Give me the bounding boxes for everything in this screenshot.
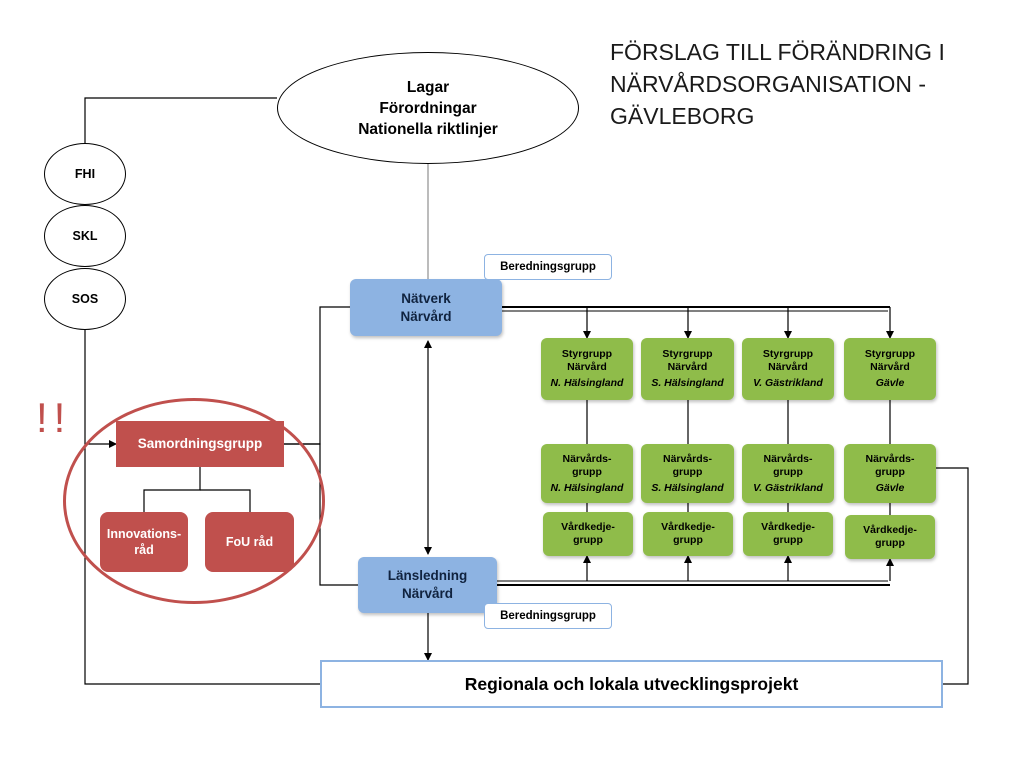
- styrgrupp-place: Gävle: [875, 377, 905, 389]
- vardkedjegrupp-line-1: Vårdkedje-: [561, 521, 615, 533]
- narvardsgrupp-line-1: Närvårds-: [662, 452, 713, 465]
- circle-fhi: FHI: [44, 143, 126, 205]
- laws-line-3: Nationella riktlinjer: [358, 120, 498, 138]
- vardkedjegrupp-line-1: Vårdkedje-: [863, 524, 917, 536]
- alert-marks: !!: [36, 394, 72, 441]
- laws-line-2: Förordningar: [379, 99, 477, 117]
- vardkedjegrupp-box: Vårdkedje- grupp: [543, 512, 633, 556]
- line-ellipse-to-left: [84, 97, 277, 143]
- styrgrupp-line-2: Närvård: [870, 361, 910, 373]
- samordningsgrupp-box: Samordningsgrupp: [116, 421, 284, 467]
- narvardsgrupp-line-1: Närvårds-: [865, 452, 915, 465]
- laws-ellipse: Lagar Förordningar Nationella riktlinjer: [277, 52, 579, 164]
- line-samordning-to-natverk: [284, 306, 350, 445]
- narvardsgrupp-box: Närvårds- grupp Gävle: [844, 444, 936, 503]
- circle-sos: SOS: [44, 268, 126, 330]
- styrgrupp-place: V. Gästrikland: [753, 377, 823, 389]
- styrgrupp-line-2: Närvård: [667, 361, 708, 373]
- narvardsgrupp-box: Närvårds- grupp N. Hälsingland: [541, 444, 633, 503]
- fou-label: FoU råd: [225, 535, 274, 549]
- styrgrupp-line-1: Styrgrupp: [864, 348, 916, 360]
- vardkedjegrupp-box: Vårdkedje- grupp: [743, 512, 833, 556]
- circle-fhi-label: FHI: [74, 167, 96, 181]
- vardkedjegrupp-line-2: grupp: [875, 537, 905, 549]
- styrgrupp-line-2: Närvård: [567, 361, 607, 373]
- narvardsgrupp-line-2: grupp: [672, 465, 703, 478]
- natverk-line-1: Nätverk: [401, 290, 451, 306]
- narvardsgrupp-place: Gävle: [875, 481, 905, 494]
- narvardsgrupp-place: N. Hälsingland: [550, 481, 624, 494]
- line-right-spine: [936, 467, 969, 685]
- narvardsgrupp-line-1: Närvårds-: [562, 452, 612, 465]
- narvardsgrupp-place: V. Gästrikland: [753, 481, 823, 494]
- styrgrupp-box: Styrgrupp Närvård Gävle: [844, 338, 936, 400]
- beredningsgrupp-bottom: Beredningsgrupp: [484, 603, 612, 629]
- highlight-circle: [63, 398, 325, 604]
- narvardsgrupp-line-2: grupp: [875, 465, 905, 478]
- regional-projects-box: Regionala och lokala utvecklingsprojekt: [320, 660, 943, 708]
- vardkedjegrupp-box: Vårdkedje- grupp: [643, 512, 733, 556]
- narvardsgrupp-line-2: grupp: [572, 465, 602, 478]
- natverk-line-2: Närvård: [400, 308, 452, 324]
- styrgrupp-line-1: Styrgrupp: [762, 348, 814, 360]
- samordningsgrupp-label: Samordningsgrupp: [137, 436, 263, 451]
- styrgrupp-line-2: Närvård: [768, 361, 808, 373]
- vardkedjegrupp-line-2: grupp: [673, 534, 703, 546]
- laws-line-1: Lagar: [406, 78, 450, 96]
- circle-sos-label: SOS: [71, 292, 99, 306]
- vardkedjegrupp-line-2: grupp: [573, 534, 603, 546]
- vardkedjegrupp-line-1: Vårdkedje-: [761, 521, 815, 533]
- styrgrupp-line-1: Styrgrupp: [561, 348, 613, 360]
- beredningsgrupp-top: Beredningsgrupp: [484, 254, 612, 280]
- innovationsrad-box: Innovations- råd: [100, 512, 188, 572]
- vardkedjegrupp-box: Vårdkedje- grupp: [845, 515, 935, 559]
- innovation-line-1: Innovations-: [106, 527, 182, 541]
- styrgrupp-place: N. Hälsingland: [550, 377, 624, 389]
- narvardsgrupp-place: S. Hälsingland: [651, 481, 724, 494]
- styrgrupp-box: Styrgrupp Närvård N. Hälsingland: [541, 338, 633, 400]
- circle-skl-label: SKL: [72, 229, 98, 243]
- styrgrupp-box: Styrgrupp Närvård V. Gästrikland: [742, 338, 834, 400]
- lansledning-line-2: Närvård: [401, 586, 454, 601]
- narvardsgrupp-line-2: grupp: [773, 465, 803, 478]
- vardkedjegrupp-line-1: Vårdkedje-: [661, 521, 715, 533]
- lansledning-narvard-box: Länsledning Närvård: [358, 557, 497, 613]
- natverk-narvard-box: Nätverk Närvård: [350, 279, 502, 336]
- narvardsgrupp-line-1: Närvårds-: [763, 452, 813, 465]
- narvardsgrupp-box: Närvårds- grupp S. Hälsingland: [641, 444, 734, 503]
- fou-rad-box: FoU råd: [205, 512, 294, 572]
- narvardsgrupp-box: Närvårds- grupp V. Gästrikland: [742, 444, 834, 503]
- circle-skl: SKL: [44, 205, 126, 267]
- styrgrupp-line-1: Styrgrupp: [662, 348, 713, 360]
- vardkedjegrupp-line-2: grupp: [773, 534, 803, 546]
- innovation-line-2: råd: [134, 543, 154, 557]
- styrgrupp-box: Styrgrupp Närvård S. Hälsingland: [641, 338, 734, 400]
- lansledning-line-1: Länsledning: [387, 568, 468, 583]
- page-title: FÖRSLAG TILL FÖRÄNDRING I NÄRVÅRDSORGANI…: [610, 39, 945, 129]
- styrgrupp-place: S. Hälsingland: [651, 377, 724, 389]
